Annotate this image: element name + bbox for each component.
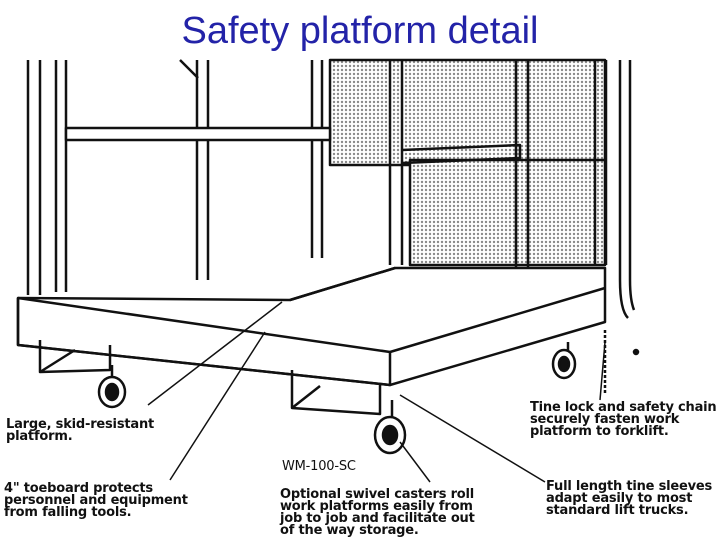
label-model: WM-100-SC [282,459,356,474]
mesh-panel-lower [408,158,607,267]
caster-back-right [551,342,577,380]
slide-title: Safety platform detail [181,10,539,52]
leader-toeboard [169,331,266,481]
tine-sleeve-right [290,370,382,416]
label-tine-sleeves: Full length tine sleeves adapt easily to… [546,479,713,518]
leader-platform [147,301,283,406]
caster-front-center [373,400,407,455]
caster-front-left [97,365,127,409]
platform-deck [16,266,607,387]
leader-tine-lock [599,341,606,401]
tine-sleeve-left [38,340,112,374]
label-casters: Optional swivel casters roll work platfo… [280,487,475,538]
label-platform: Large, skid-resistant platform. [6,417,155,444]
leader-casters [399,441,431,483]
label-toeboard: 4" toeboard protects personnel and equip… [4,481,188,520]
mesh-panel-upper [328,58,607,167]
label-tine-lock: Tine lock and safety chain securely fast… [530,400,717,439]
leader-sleeves [399,394,546,483]
